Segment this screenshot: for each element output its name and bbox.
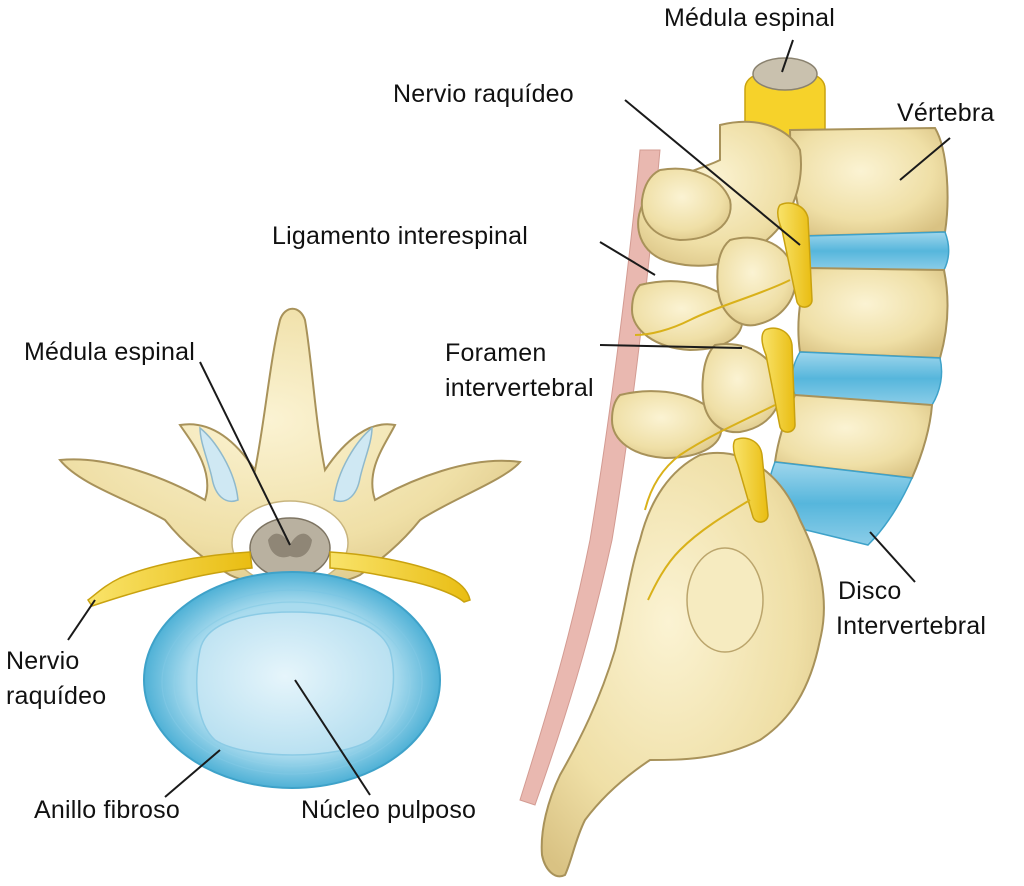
- articular-process-3: [701, 343, 782, 434]
- leader-medula-left: [199, 361, 291, 546]
- nerve-root-lateral-2: [761, 327, 796, 433]
- leader-ligamento: [599, 241, 656, 276]
- spinous-process-2: [630, 280, 743, 352]
- label-foramen-line2: intervertebral: [445, 374, 594, 402]
- nerve-branch: [644, 404, 776, 511]
- sacrum: [540, 451, 825, 878]
- label-nucleo-pulposo: Núcleo pulposo: [301, 796, 477, 824]
- label-foramen-line1: Foramen: [445, 339, 547, 367]
- articular-process-2: [716, 236, 797, 327]
- nerve-branch: [634, 279, 791, 336]
- leader-nervio-top: [624, 99, 801, 246]
- vertebral-body-2: [797, 266, 949, 360]
- leader-nucleo: [294, 679, 371, 796]
- nucleus-pulposus: [196, 611, 395, 756]
- leader-lines: [67, 39, 951, 798]
- leader-nervio-left: [67, 599, 96, 641]
- annulus-ring: [161, 589, 423, 775]
- grey-matter: [268, 533, 312, 558]
- lateral-spine-view: [519, 57, 950, 878]
- intervertebral-disc-1: [803, 231, 950, 271]
- nerve-root-left: [86, 551, 253, 607]
- interspinous-ligament: [519, 149, 661, 806]
- label-disco-line2: Intervertebral: [836, 612, 987, 640]
- leader-anillo: [164, 749, 221, 798]
- leader-disco: [869, 531, 916, 583]
- sacral-foramen: [686, 547, 764, 653]
- label-medula-espinal-top: Médula espinal: [664, 4, 835, 32]
- facet-joint-right: [333, 426, 373, 502]
- facet-joint-left: [199, 426, 239, 502]
- label-nervio-raquideo-top: Nervio raquídeo: [393, 80, 574, 108]
- annulus-ring: [173, 601, 411, 767]
- label-ligamento-interespinal: Ligamento interespinal: [272, 222, 528, 250]
- nerve-root-right: [329, 551, 471, 603]
- leader-foramen: [599, 344, 743, 349]
- spinous-process-1: [640, 167, 732, 242]
- leader-medula-top: [781, 39, 794, 73]
- nerve-branch: [647, 499, 751, 601]
- nerve-root-lateral-1: [777, 202, 813, 308]
- label-nervio-raquideo-left-line2: raquídeo: [6, 682, 107, 710]
- label-anillo-fibroso: Anillo fibroso: [34, 796, 180, 824]
- spinal-cord-core: [752, 57, 818, 91]
- label-medula-espinal-left: Médula espinal: [24, 338, 195, 366]
- nerve-root-lateral-3: [732, 437, 769, 523]
- vertebral-body-1: [788, 126, 949, 238]
- leader-vertebra: [899, 137, 951, 181]
- label-nervio-raquideo-left-line1: Nervio: [6, 647, 80, 675]
- label-disco-line1: Disco: [838, 577, 902, 605]
- label-vertebra: Vértebra: [897, 99, 995, 127]
- axial-vertebra-view: [58, 307, 522, 789]
